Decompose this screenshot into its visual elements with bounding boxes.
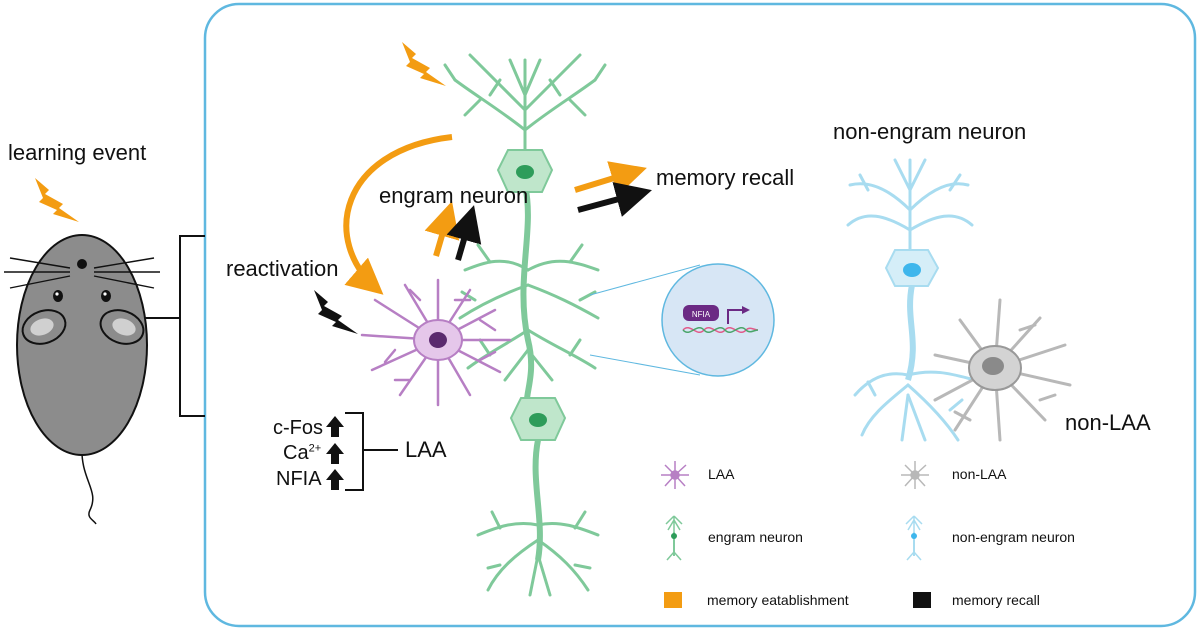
cfos-up-arrow-icon (326, 416, 344, 437)
zoom-line-bottom (589, 354, 701, 376)
memory-recall-label: memory recall (656, 165, 795, 190)
legend-engram-label: engram neuron (708, 529, 803, 545)
engram-arrow-black (446, 205, 482, 261)
lightning-learning-icon (35, 178, 79, 222)
cfos-marker-label: c-Fos (273, 417, 323, 439)
nfia-up-arrow-icon (326, 469, 344, 490)
non-laa-astrocyte (933, 298, 1072, 442)
legend-establishment-label: memory eatablishment (707, 592, 849, 608)
mouse-illustration (4, 234, 160, 525)
engram-neuron-bottom (476, 397, 600, 597)
legend-non-laa-icon (901, 461, 929, 489)
zoom-line-top (589, 264, 701, 296)
laa-markers-bracket (345, 412, 398, 491)
lightning-reactivation-icon (314, 290, 358, 334)
legend-non-engram-label: non-engram neuron (952, 529, 1075, 545)
engram-neuron-label: engram neuron (379, 183, 529, 208)
legend-orange-swatch-icon (664, 592, 682, 608)
legend-black-swatch-icon (913, 592, 931, 608)
legend-non-engram-icon (905, 515, 923, 561)
nfia-box (683, 305, 719, 321)
up-arrow-icons (326, 416, 344, 490)
lightning-top-icon (402, 42, 446, 86)
legend-recall-label: memory recall (952, 592, 1040, 608)
nfia-box-label: NFIA (692, 310, 711, 319)
ca-marker-label: Ca2+ (283, 442, 322, 464)
reactivation-label: reactivation (226, 256, 339, 281)
non-laa-label: non-LAA (1065, 410, 1151, 435)
legend-laa-icon (661, 461, 689, 489)
ca-up-arrow-icon (326, 443, 344, 464)
non-engram-neuron-label: non-engram neuron (833, 119, 1027, 144)
legend-non-laa-label: non-LAA (952, 466, 1007, 482)
nfia-marker-label: NFIA (276, 468, 322, 490)
nfia-zoom-circle: NFIA (661, 263, 775, 377)
non-engram-neuron (846, 158, 977, 442)
engram-neuron-top (443, 53, 607, 413)
laa-astrocyte (360, 278, 512, 407)
recall-arrow-black (577, 182, 652, 217)
laa-label: LAA (405, 437, 447, 462)
learning-event-label: learning event (8, 140, 147, 165)
legend-engram-icon (665, 515, 683, 561)
engram-dendrites-middle (458, 243, 600, 382)
main-frame (203, 2, 1197, 628)
cycle-arrow (343, 134, 453, 295)
engram-arrow-orange (424, 201, 460, 257)
legend-laa-label: LAA (708, 466, 735, 482)
recall-arrow-orange (574, 161, 647, 196)
